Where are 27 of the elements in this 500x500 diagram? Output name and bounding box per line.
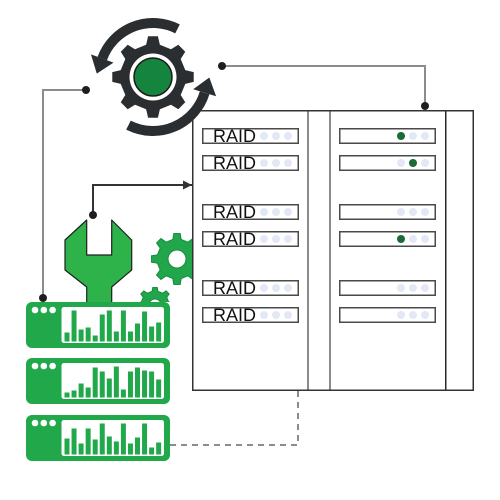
drive-bay <box>202 307 299 323</box>
connector-line <box>218 62 429 110</box>
drive-bay <box>202 155 299 171</box>
drive-bay <box>339 128 436 144</box>
drive-bay <box>202 280 299 296</box>
drive-label: RAID <box>213 204 256 220</box>
drive-bay <box>339 280 436 296</box>
drive-bay <box>202 231 299 247</box>
arrow <box>89 180 192 219</box>
drive-bay <box>339 204 436 220</box>
drive-bay <box>202 128 299 144</box>
dashed-connector <box>170 391 299 446</box>
drive-bay <box>202 204 299 220</box>
server-rack <box>192 110 474 391</box>
wrench-icon <box>64 219 134 302</box>
drive-label: RAID <box>213 307 256 323</box>
server-icon <box>26 415 170 461</box>
drive-label: RAID <box>213 231 256 247</box>
drive-label: RAID <box>213 280 256 296</box>
drive-label: RAID <box>213 155 256 171</box>
drive-label: RAID <box>213 128 256 144</box>
server-icon <box>26 302 170 348</box>
connector-line <box>39 86 90 302</box>
drive-bay <box>339 231 436 247</box>
server-icon <box>26 358 170 404</box>
drive-bay <box>339 307 436 323</box>
drive-bay <box>339 155 436 171</box>
